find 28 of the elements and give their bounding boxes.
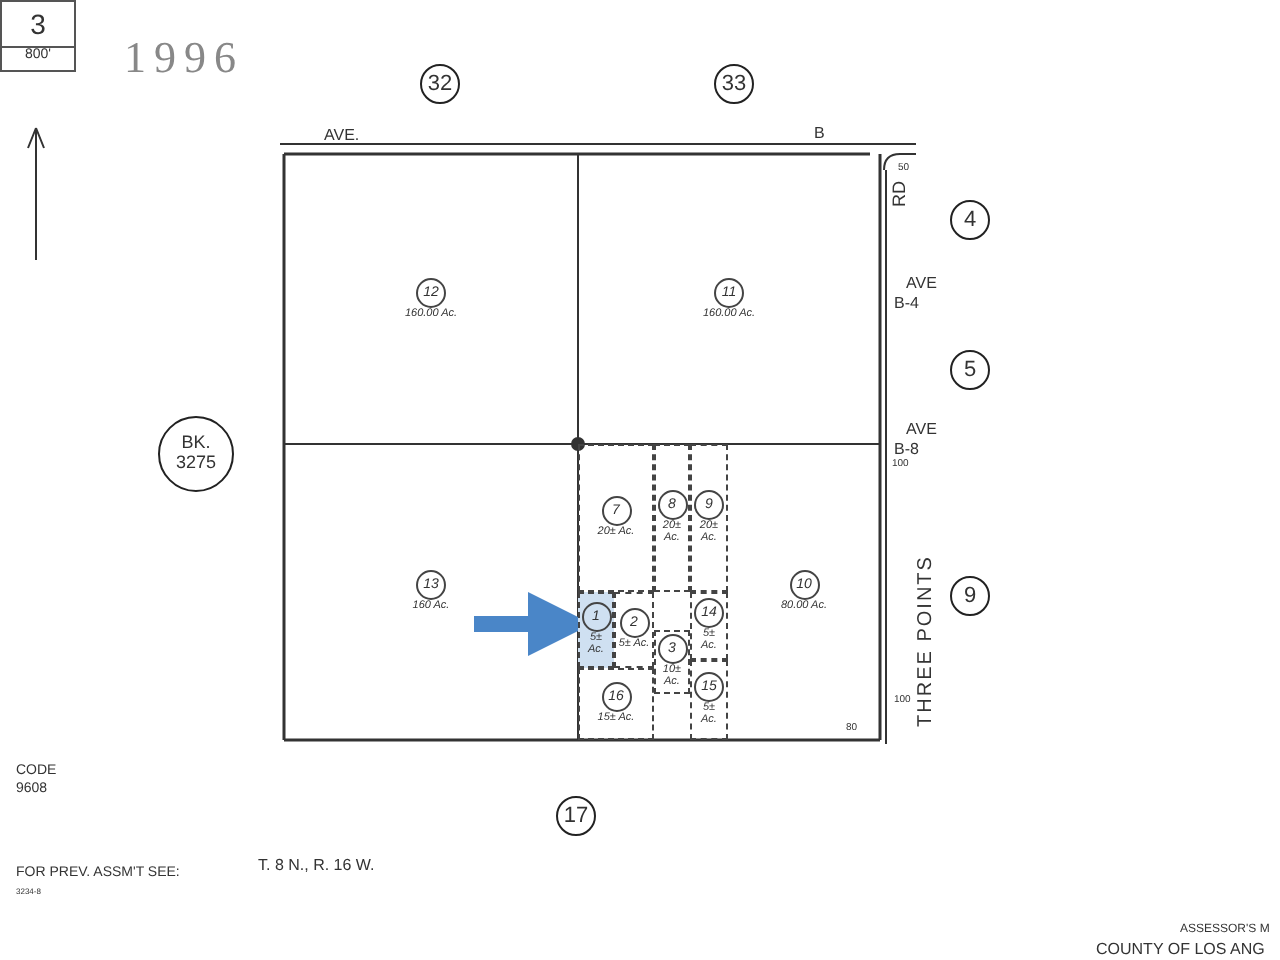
parcel-outline xyxy=(690,444,728,592)
map-sheet-box xyxy=(0,0,76,72)
parcel-outline xyxy=(654,444,690,592)
street-label: AVE xyxy=(906,420,937,438)
parcel-outline xyxy=(578,668,654,740)
street-label: B xyxy=(814,124,825,142)
map-number-circle: 17 xyxy=(556,796,596,836)
township-range-label: T. 8 N., R. 16 W. xyxy=(258,856,375,874)
parcel-outline xyxy=(690,592,728,660)
street-label: THREE POINTS xyxy=(914,555,937,727)
parcel-outline xyxy=(690,660,728,740)
map-number-circle: 33 xyxy=(714,64,754,104)
map-number-circle: 9 xyxy=(950,576,990,616)
parcel-outline xyxy=(654,630,690,694)
map-number-circle: 4 xyxy=(950,200,990,240)
sheet-number: 3 xyxy=(2,2,74,48)
year-label: 1996 xyxy=(124,32,244,84)
map-number-circle: 5 xyxy=(950,350,990,390)
map-number-circle: BK. 3275 xyxy=(158,416,234,492)
highlighted-parcel xyxy=(578,592,614,668)
map-number-circle: 32 xyxy=(420,64,460,104)
parcel-outline xyxy=(614,592,654,668)
street-label: AVE xyxy=(906,274,937,292)
footer-text: COUNTY OF LOS ANG xyxy=(1096,940,1265,958)
street-label: B-8 xyxy=(894,440,919,458)
street-label: RD xyxy=(889,181,909,207)
street-label: AVE. xyxy=(324,126,360,144)
street-label: B-4 xyxy=(894,294,919,312)
